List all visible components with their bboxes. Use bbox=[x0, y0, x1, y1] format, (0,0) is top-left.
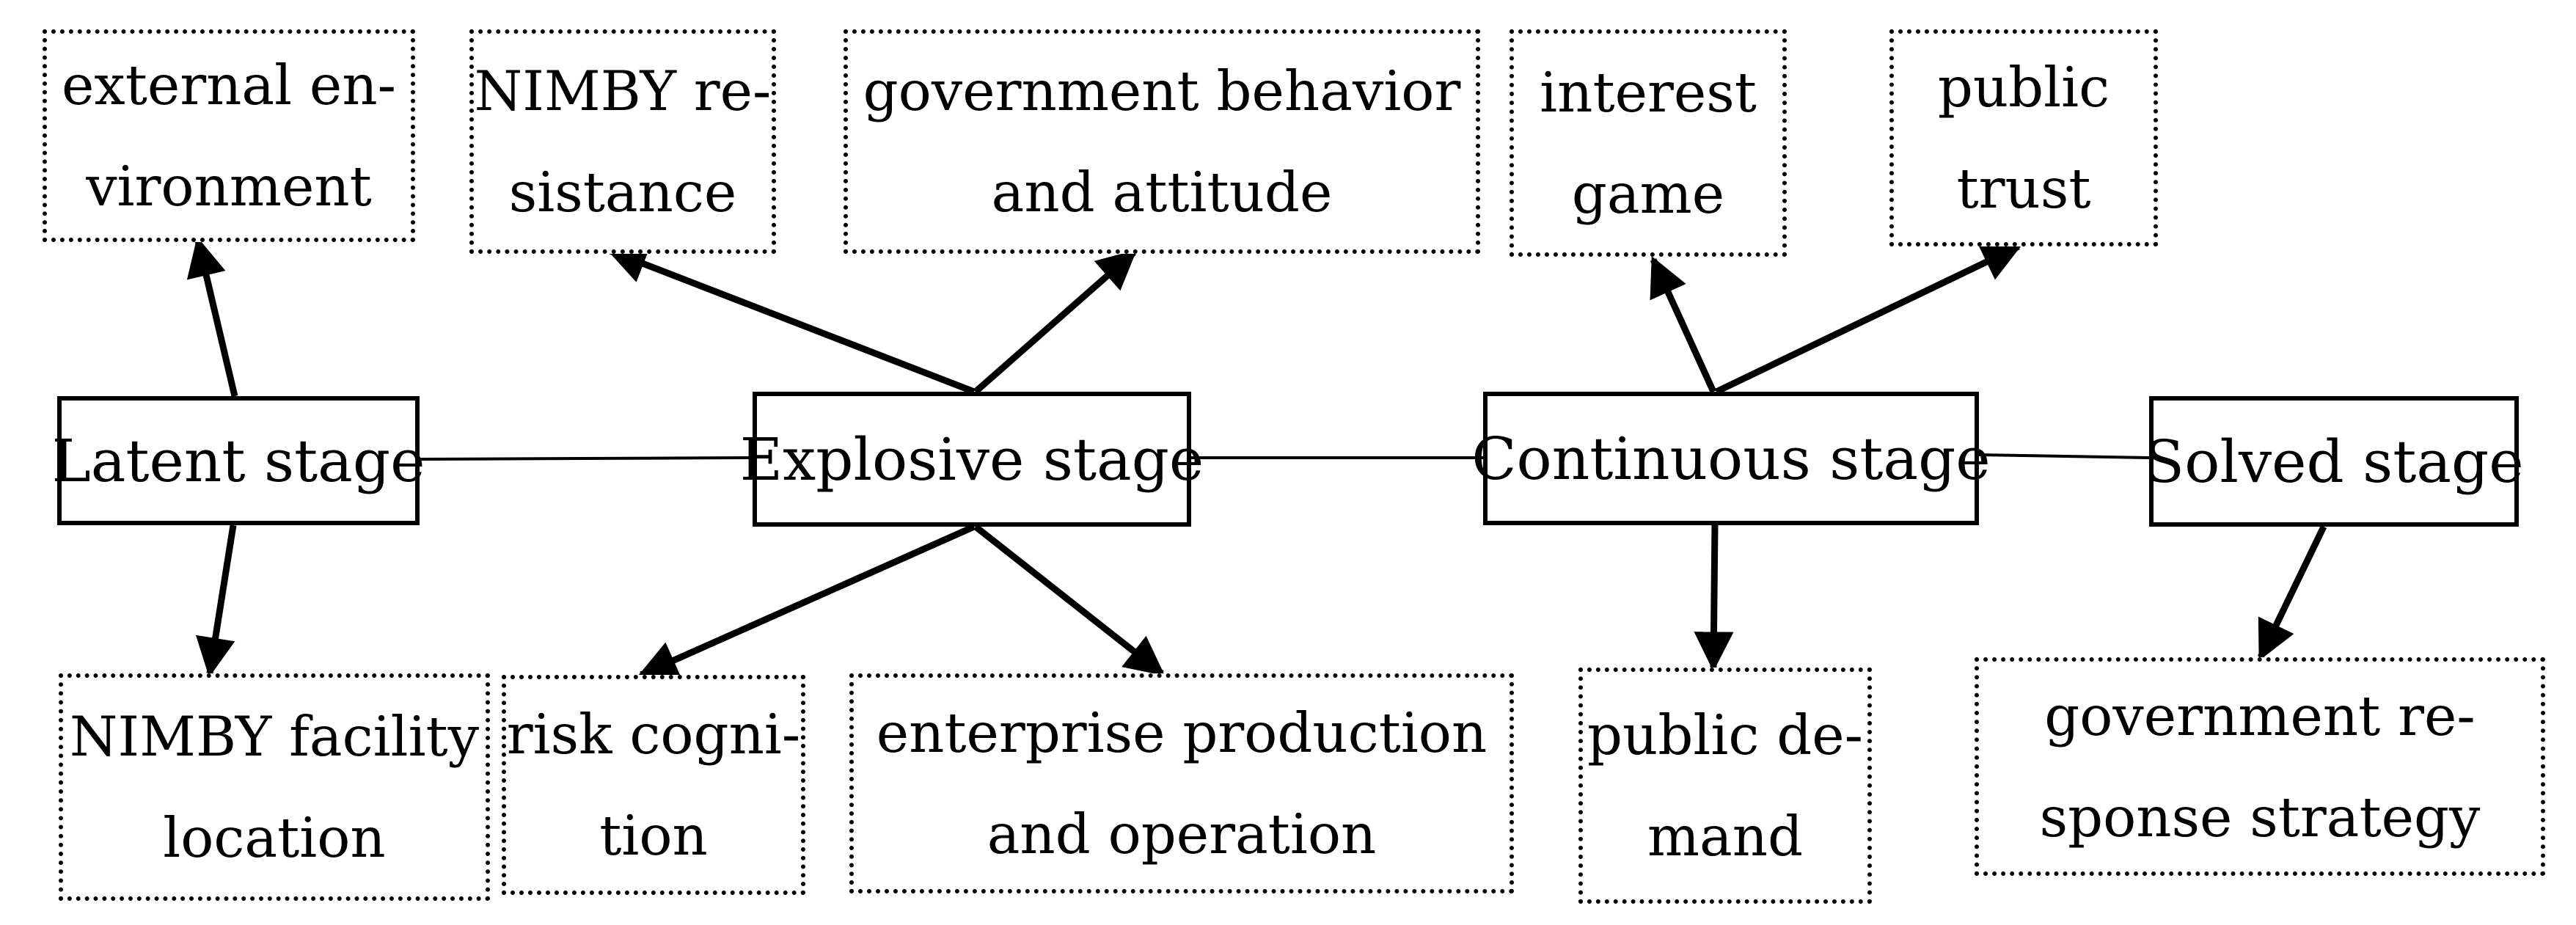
enterprise-production-box: enterprise production and operation bbox=[849, 673, 1514, 893]
explosive-stage-label: Explosive stage bbox=[739, 425, 1204, 494]
link-latent-explosive bbox=[419, 456, 753, 461]
nimby-facility-location-label: NIMBY facility location bbox=[69, 704, 480, 870]
nimby-resistance-box: NIMBY re- sistance bbox=[469, 29, 776, 254]
arrow-latent-to-nimby-facility-location bbox=[195, 524, 237, 678]
nimby-facility-location-box: NIMBY facility location bbox=[59, 673, 490, 901]
government-behavior-label: government behavior and attitude bbox=[863, 59, 1461, 224]
arrow-solved-to-government-response bbox=[2257, 525, 2327, 661]
continuous-stage-label: Continuous stage bbox=[1471, 424, 1991, 493]
enterprise-production-label: enterprise production and operation bbox=[876, 701, 1488, 866]
link-continuous-solved bbox=[1978, 453, 2150, 459]
latent-stage-label: Latent stage bbox=[51, 426, 425, 495]
external-environment-label: external en- vironment bbox=[62, 53, 396, 219]
arrow-continuous-to-public-trust bbox=[1715, 243, 2022, 395]
interest-game-label: interest game bbox=[1540, 60, 1757, 226]
government-response-label: government re- sponse strategy bbox=[2039, 684, 2481, 849]
arrow-explosive-to-nimby-resistance bbox=[606, 245, 976, 395]
risk-cognition-label: risk cogni- tion bbox=[506, 702, 801, 868]
external-environment-box: external en- vironment bbox=[43, 29, 415, 242]
continuous-stage-box: Continuous stage bbox=[1471, 392, 1991, 525]
government-behavior-box: government behavior and attitude bbox=[844, 29, 1480, 254]
latent-stage-box: Latent stage bbox=[52, 396, 425, 525]
public-trust-label: public trust bbox=[1937, 55, 2110, 221]
nimby-resistance-label: NIMBY re- sistance bbox=[474, 59, 772, 224]
arrow-latent-to-external-environment bbox=[186, 236, 238, 398]
interest-game-box: interest game bbox=[1510, 29, 1787, 257]
public-demand-label: public de- mand bbox=[1587, 703, 1863, 869]
public-demand-box: public de- mand bbox=[1578, 668, 1872, 904]
arrow-continuous-to-public-demand bbox=[1694, 524, 1734, 672]
public-trust-box: public trust bbox=[1889, 29, 2158, 246]
solved-stage-box: Solved stage bbox=[2144, 396, 2524, 527]
solved-stage-label: Solved stage bbox=[2144, 427, 2524, 496]
arrow-continuous-to-interest-game bbox=[1650, 256, 1717, 393]
government-response-box: government re- sponse strategy bbox=[1975, 657, 2545, 876]
arrow-explosive-to-government-behavior bbox=[973, 249, 1138, 395]
explosive-stage-box: Explosive stage bbox=[740, 392, 1204, 527]
arrow-explosive-to-risk-cognition bbox=[637, 523, 976, 679]
risk-cognition-box: risk cogni- tion bbox=[502, 675, 805, 895]
arrow-explosive-to-enterprise-production bbox=[973, 524, 1166, 676]
